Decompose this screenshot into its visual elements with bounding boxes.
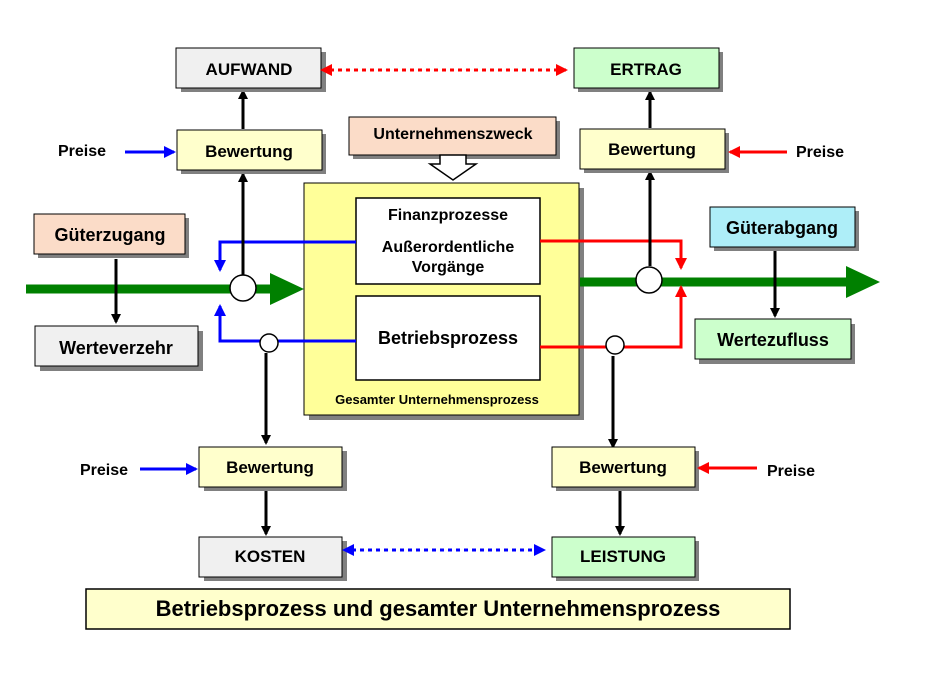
flow-out-arrowhead <box>846 266 880 298</box>
werteverzehr-label: Werteverzehr <box>59 338 173 358</box>
diagram-title: Betriebsprozess und gesamter Unternehmen… <box>156 596 721 621</box>
bewertung-bl-box <box>198 446 343 488</box>
gesamter-unternehmensprozess-label: Gesamter Unternehmensprozess <box>335 392 539 407</box>
kosten-box <box>198 536 343 578</box>
blue-betrieb-connector <box>214 304 356 343</box>
red-betrieb-connector <box>540 285 687 349</box>
bewertung-tr-label: Bewertung <box>608 140 696 159</box>
bewertung-br-box <box>551 446 696 488</box>
betrieb-box <box>355 295 541 381</box>
bewertung-tl-box <box>176 129 323 171</box>
preise-tr-label: Preise <box>796 144 844 161</box>
kosten-label: KOSTEN <box>235 547 306 566</box>
gueterabgang-label: Güterabgang <box>726 218 838 238</box>
left-junction-node <box>229 274 257 302</box>
wertezufluss-box <box>694 318 852 360</box>
aufwand-box <box>175 47 322 89</box>
wertezufluss-label: Wertezufluss <box>717 330 829 350</box>
finanz-line3: Vorgänge <box>412 259 485 276</box>
red-finanz-connector <box>540 239 687 270</box>
leistung-label: LEISTUNG <box>580 547 666 566</box>
ertrag-box <box>573 47 720 89</box>
aufwand-label: AUFWAND <box>206 60 293 79</box>
werteverzehr-box <box>34 325 199 367</box>
blue-finanz-connector <box>214 240 356 272</box>
finanz-line2: Außerordentliche <box>382 239 515 256</box>
right-small-node <box>605 335 625 355</box>
preise-tl-label: Preise <box>58 143 106 160</box>
unternehmenszweck-label: Unternehmenszweck <box>373 126 532 143</box>
title-box <box>85 588 791 630</box>
right-junction-node <box>635 266 663 294</box>
gueterabgang-box <box>709 206 856 248</box>
bewertung-bl-label: Bewertung <box>226 458 314 477</box>
preise-bl-label: Preise <box>80 462 128 479</box>
gueterzugang-label: Güterzugang <box>55 225 166 245</box>
ertrag-label: ERTRAG <box>610 60 682 79</box>
preise-br-label: Preise <box>767 463 815 480</box>
betriebsprozess-label: Betriebsprozess <box>378 328 518 348</box>
bewertung-tr-box <box>579 128 726 170</box>
left-small-node <box>259 333 279 353</box>
finanz-line1: Finanzprozesse <box>388 207 508 224</box>
leistung-box <box>551 536 696 578</box>
bewertung-tl-label: Bewertung <box>205 142 293 161</box>
unternehmenszweck-arrow <box>427 154 479 181</box>
flow-in-arrowhead <box>270 273 304 305</box>
bewertung-br-label: Bewertung <box>579 458 667 477</box>
gueterzugang-box <box>33 213 186 255</box>
unternehmenszweck-box <box>348 116 557 156</box>
finanz-box <box>355 197 541 285</box>
